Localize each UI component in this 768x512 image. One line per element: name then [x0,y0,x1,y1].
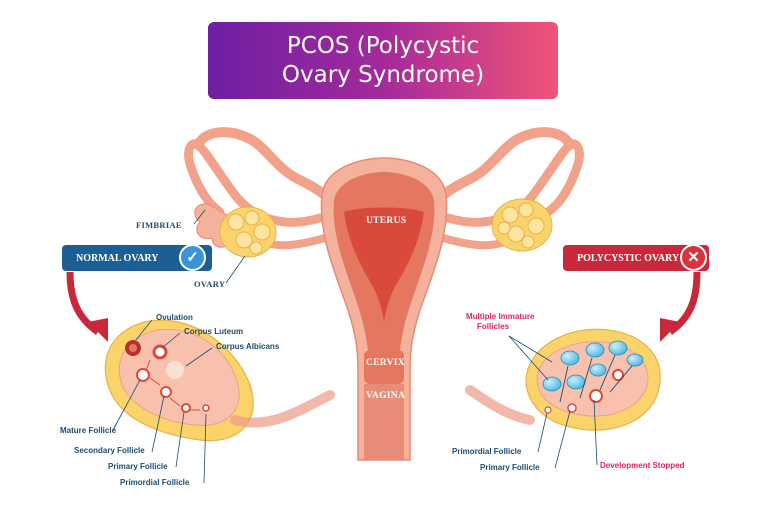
right-ovary-illustration [491,198,553,252]
vagina-label: VAGINA [366,391,406,401]
multiple-immature-label-2: Follicles [477,322,510,331]
normal-ovary-illustration [104,319,335,442]
secondary-follicle-label: Secondary Follicle [74,446,145,455]
primordial-follicle-label: Primordial Follicle [120,478,190,487]
normal-ovary-badge-label: NORMAL OVARY [76,252,159,264]
polycystic-ovary-illustration [465,328,661,431]
uterus-label: UTERUS [366,216,407,226]
ovary-label: OVARY [194,279,226,289]
polycystic-arrows [559,354,633,403]
title-banner: PCOS (Polycystic Ovary Syndrome) [208,22,558,99]
pcos-primary-follicle-label: Primary Follicle [480,463,540,472]
primary-follicle-label: Primary Follicle [108,462,168,471]
normal-ovary-badge: NORMAL OVARY ✓ [62,244,212,271]
polycystic-ovary-badge: POLYCYSTIC OVARY ✕ [563,244,709,271]
leader-lines [112,209,598,484]
polycystic-ovary-badge-label: POLYCYSTIC OVARY [577,252,680,264]
ovulation-label: Ovulation [156,313,193,322]
fimbriae-label: FIMBRIAE [136,220,182,230]
corpus-luteum-label: Corpus Luteum [184,327,244,336]
arrow-to-normal-ovary [66,271,108,342]
title-line-2: Ovary Syndrome) [281,61,485,88]
arrow-to-polycystic-ovary [660,271,701,342]
pcos-primordial-follicle-label: Primordial Follicle [452,447,522,456]
corpus-albicans-label: Corpus Albicans [216,342,280,351]
development-stopped-label: Development Stopped [600,461,685,470]
check-icon: ✓ [179,244,206,271]
cervix-label: CERVIX [366,358,405,368]
mature-follicle-label: Mature Follicle [60,426,117,435]
uterus-illustration [320,157,448,461]
title-line-1: PCOS (Polycystic [286,32,480,59]
cross-icon: ✕ [680,244,707,271]
left-ovary-illustration [219,206,277,258]
multiple-immature-label-1: Multiple Immature [466,312,535,321]
